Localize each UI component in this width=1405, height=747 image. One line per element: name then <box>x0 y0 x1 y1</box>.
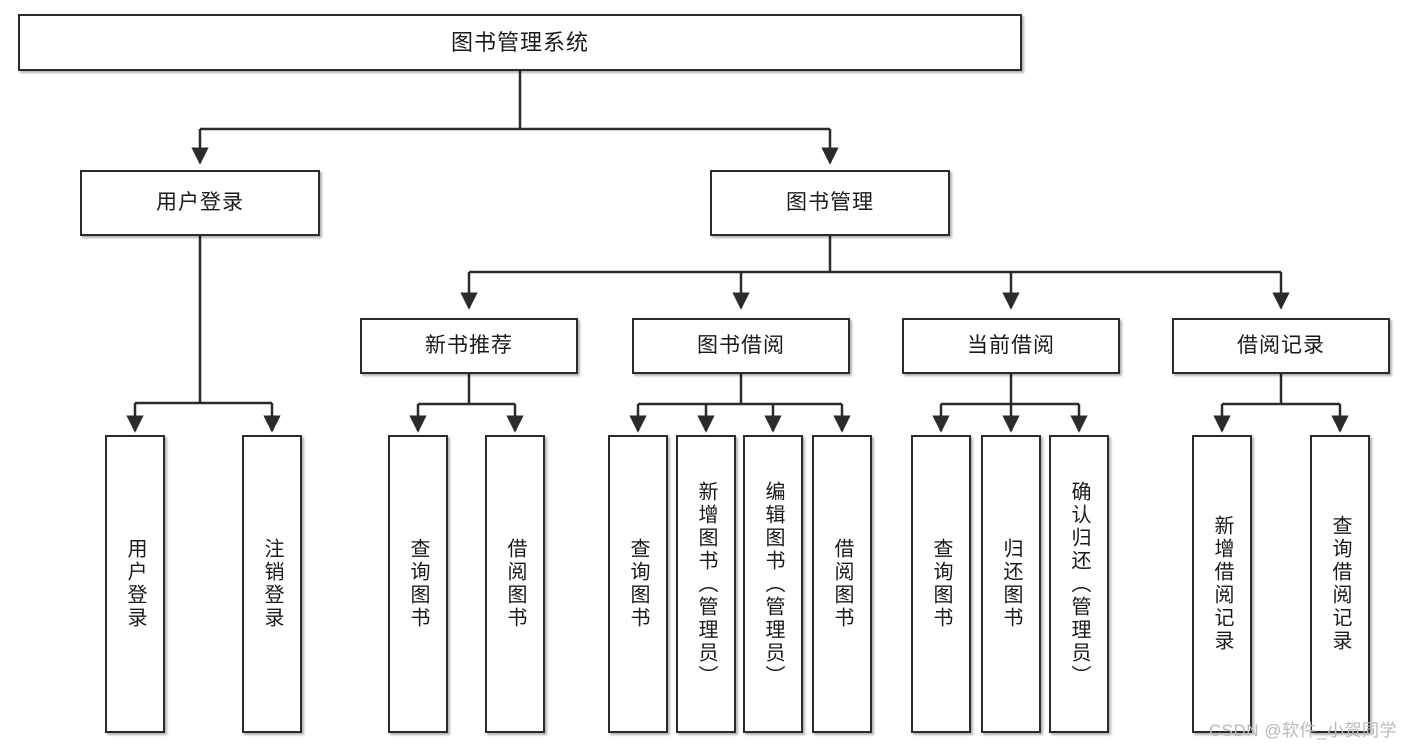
node-label: 新增借阅记录 <box>1211 515 1233 653</box>
node-leaf-query-book-3[interactable]: 查询图书 <box>911 435 971 733</box>
node-label: 图书管理系统 <box>450 29 589 55</box>
node-label: 归还图书 <box>1000 538 1022 630</box>
node-label: 新书推荐 <box>425 333 513 357</box>
node-leaf-borrow-book-1[interactable]: 借阅图书 <box>485 435 545 733</box>
node-label: 用户登录 <box>156 190 244 214</box>
node-book-management[interactable]: 图书管理 <box>710 170 950 236</box>
node-leaf-logout-login[interactable]: 注销登录 <box>242 435 302 733</box>
node-label: 借阅记录 <box>1237 333 1325 357</box>
node-leaf-query-book-2[interactable]: 查询图书 <box>608 435 668 733</box>
node-new-book-recommend[interactable]: 新书推荐 <box>360 318 578 374</box>
node-label: 注销登录 <box>261 538 283 630</box>
node-label: 用户登录 <box>124 538 146 630</box>
node-leaf-add-borrow-record[interactable]: 新增借阅记录 <box>1192 435 1252 733</box>
node-leaf-borrow-book-2[interactable]: 借阅图书 <box>812 435 872 733</box>
node-label: 图书管理 <box>786 190 874 214</box>
node-label: 查询图书 <box>627 538 649 630</box>
node-label: 借阅图书 <box>831 538 853 630</box>
node-leaf-query-book-1[interactable]: 查询图书 <box>388 435 448 733</box>
node-current-borrow[interactable]: 当前借阅 <box>902 318 1120 374</box>
node-leaf-confirm-return-admin[interactable]: 确认归还（管理员） <box>1049 435 1109 733</box>
node-label: 图书借阅 <box>697 333 785 357</box>
node-leaf-query-borrow-record[interactable]: 查询借阅记录 <box>1310 435 1370 733</box>
node-label: 查询图书 <box>407 538 429 630</box>
node-borrow-record[interactable]: 借阅记录 <box>1172 318 1390 374</box>
node-user-login[interactable]: 用户登录 <box>80 170 320 236</box>
node-label: 确认归还（管理员） <box>1068 480 1090 688</box>
node-leaf-user-login[interactable]: 用户登录 <box>105 435 165 733</box>
node-leaf-return-book[interactable]: 归还图书 <box>981 435 1041 733</box>
node-leaf-edit-book-admin[interactable]: 编辑图书（管理员） <box>743 435 803 733</box>
node-label: 查询图书 <box>930 538 952 630</box>
node-label: 编辑图书（管理员） <box>762 480 784 688</box>
node-label: 新增图书（管理员） <box>695 480 717 688</box>
node-label: 当前借阅 <box>967 333 1055 357</box>
node-label: 借阅图书 <box>504 538 526 630</box>
csdn-watermark: CSDN @软件_小贺同学 <box>1208 721 1397 740</box>
node-leaf-add-book-admin[interactable]: 新增图书（管理员） <box>676 435 736 733</box>
node-label: 查询借阅记录 <box>1329 515 1351 653</box>
node-book-borrow[interactable]: 图书借阅 <box>632 318 850 374</box>
node-book-management-system[interactable]: 图书管理系统 <box>18 14 1022 71</box>
